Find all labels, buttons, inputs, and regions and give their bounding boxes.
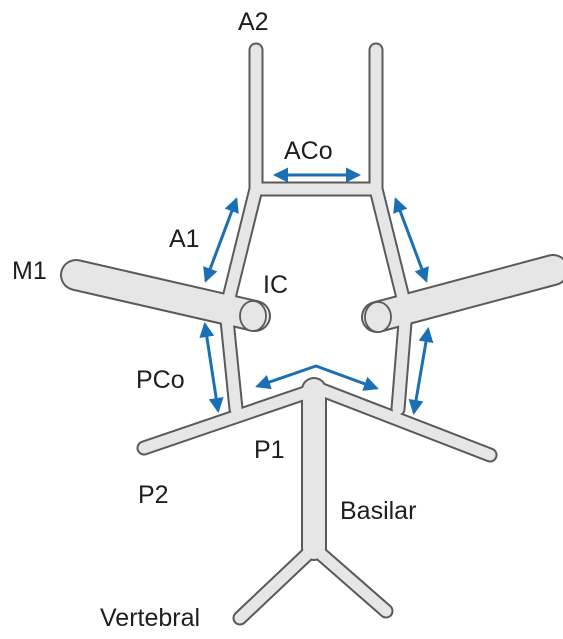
arrow-left-posterior-communicating [199,322,224,413]
label-p2: P2 [138,481,169,509]
left-internal-carotid-cross-section [239,300,267,332]
label-a1: A1 [169,225,200,253]
label-basilar: Basilar [340,497,416,525]
right-internal-carotid-cross-section [364,301,392,333]
vessel-fills [62,44,563,624]
label-pco: PCo [136,366,185,394]
arrow-left-a1 [203,197,239,283]
label-aco: ACo [284,137,333,165]
labels: A2 ACo A1 M1 IC PCo P1 P2 Basilar Verteb… [12,8,416,632]
vessel-network [60,42,563,626]
arrow-posterior-p1 [255,364,379,391]
label-a2: A2 [238,8,269,36]
flow-arrows [199,167,434,415]
label-m1: M1 [12,257,47,285]
label-p1: P1 [254,436,285,464]
arrow-right-posterior-communicating [408,327,434,415]
arrow-right-a1 [393,197,429,283]
label-vertebral: Vertebral [100,604,200,632]
label-ic: IC [263,271,288,299]
